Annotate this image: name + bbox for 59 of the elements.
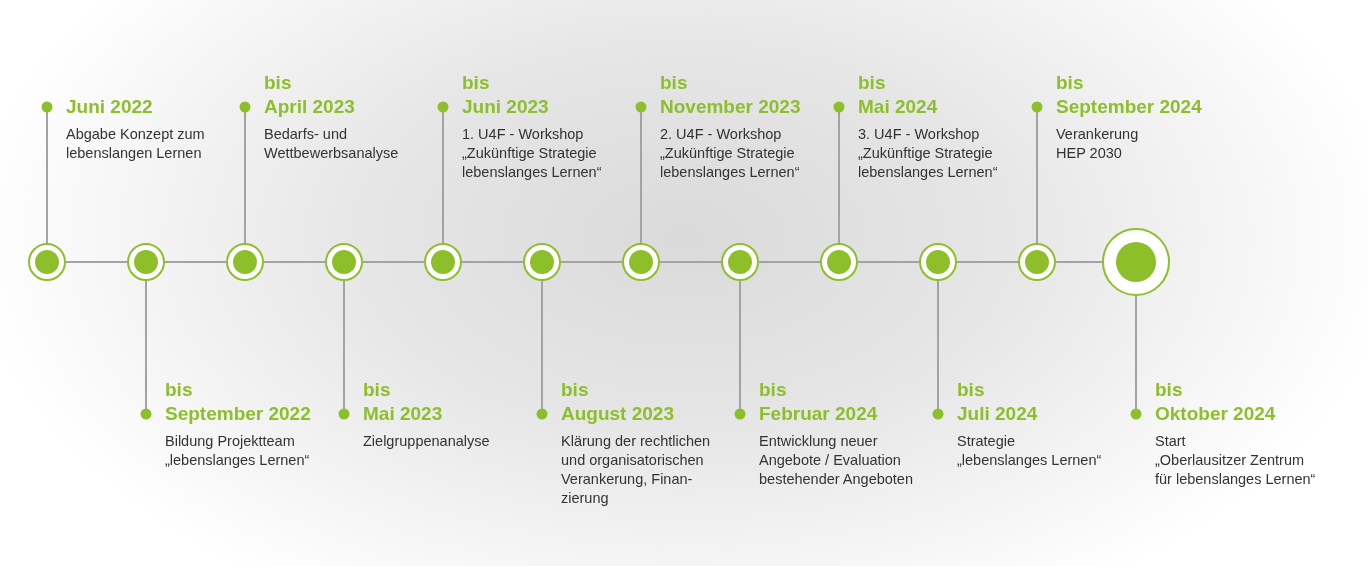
milestone-circle xyxy=(325,243,363,281)
milestone-circle xyxy=(622,243,660,281)
milestone-description: 3. U4F - Workshop „Zukünftige Strategie lebenslanges Lernen“ xyxy=(858,125,998,182)
leader-line xyxy=(41,101,53,244)
timeline-line xyxy=(461,261,524,263)
leader-line xyxy=(239,101,251,244)
leader-line xyxy=(1130,295,1142,420)
timeline-line xyxy=(164,261,227,263)
date-heading: bis September 2024 xyxy=(1056,71,1202,119)
timeline-line xyxy=(758,261,821,263)
timeline-line xyxy=(362,261,425,263)
date-heading: bis August 2023 xyxy=(561,378,674,426)
leader-line xyxy=(932,280,944,420)
timeline-line xyxy=(263,261,326,263)
milestone-circle xyxy=(424,243,462,281)
timeline-line xyxy=(1055,261,1103,263)
date-heading: bis Februar 2024 xyxy=(759,378,878,426)
milestone-description: Entwicklung neuer Angebote / Evaluation bestehender Angeboten xyxy=(759,432,913,489)
milestone-circle xyxy=(226,243,264,281)
leader-line xyxy=(635,101,647,244)
date-heading: bis Oktober 2024 xyxy=(1155,378,1276,426)
date-heading: bis November 2023 xyxy=(660,71,801,119)
milestone-description: 2. U4F - Workshop „Zukünftige Strategie lebenslanges Lernen“ xyxy=(660,125,800,182)
leader-line xyxy=(140,280,152,420)
date-heading: bis Mai 2024 xyxy=(858,71,938,119)
timeline-line xyxy=(65,261,128,263)
leader-line xyxy=(1031,101,1043,244)
milestone-description: Bildung Projektteam „lebenslanges Lernen“ xyxy=(165,432,310,470)
date-heading: Juni 2022 xyxy=(66,95,153,119)
milestone-description: Verankerung HEP 2030 xyxy=(1056,125,1139,163)
leader-line xyxy=(338,280,350,420)
timeline-line xyxy=(659,261,722,263)
leader-line xyxy=(536,280,548,420)
milestone-circle xyxy=(919,243,957,281)
milestone-description: Abgabe Konzept zum lebenslangen Lernen xyxy=(66,125,205,163)
milestone-description: Zielgruppenanalyse xyxy=(363,432,490,451)
milestone-circle xyxy=(28,243,66,281)
milestone-description: Klärung der rechtlichen und organisatorischen Verankerung, Finan- zierung xyxy=(561,432,711,508)
timeline-line xyxy=(857,261,920,263)
date-heading: bis Juli 2024 xyxy=(957,378,1038,426)
milestone-description: Bedarfs- und Wettbewerbsanalyse xyxy=(264,125,399,163)
timeline-line xyxy=(956,261,1019,263)
milestone-circle xyxy=(1102,228,1170,296)
leader-line xyxy=(734,280,746,420)
date-heading: bis April 2023 xyxy=(264,71,355,119)
milestone-circle xyxy=(820,243,858,281)
milestone-description: Strategie „lebenslanges Lernen“ xyxy=(957,432,1102,470)
leader-line xyxy=(833,101,845,244)
date-heading: bis Juni 2023 xyxy=(462,71,549,119)
date-heading: bis September 2022 xyxy=(165,378,311,426)
milestone-circle xyxy=(523,243,561,281)
leader-line xyxy=(437,101,449,244)
milestone-circle xyxy=(721,243,759,281)
date-heading: bis Mai 2023 xyxy=(363,378,443,426)
milestone-description: Start „Oberlausitzer Zentrum für lebenslanges Lernen“ xyxy=(1155,432,1316,489)
milestone-circle xyxy=(1018,243,1056,281)
milestone-circle xyxy=(127,243,165,281)
timeline-line xyxy=(560,261,623,263)
milestone-description: 1. U4F - Workshop „Zukünftige Strategie lebenslanges Lernen“ xyxy=(462,125,602,182)
